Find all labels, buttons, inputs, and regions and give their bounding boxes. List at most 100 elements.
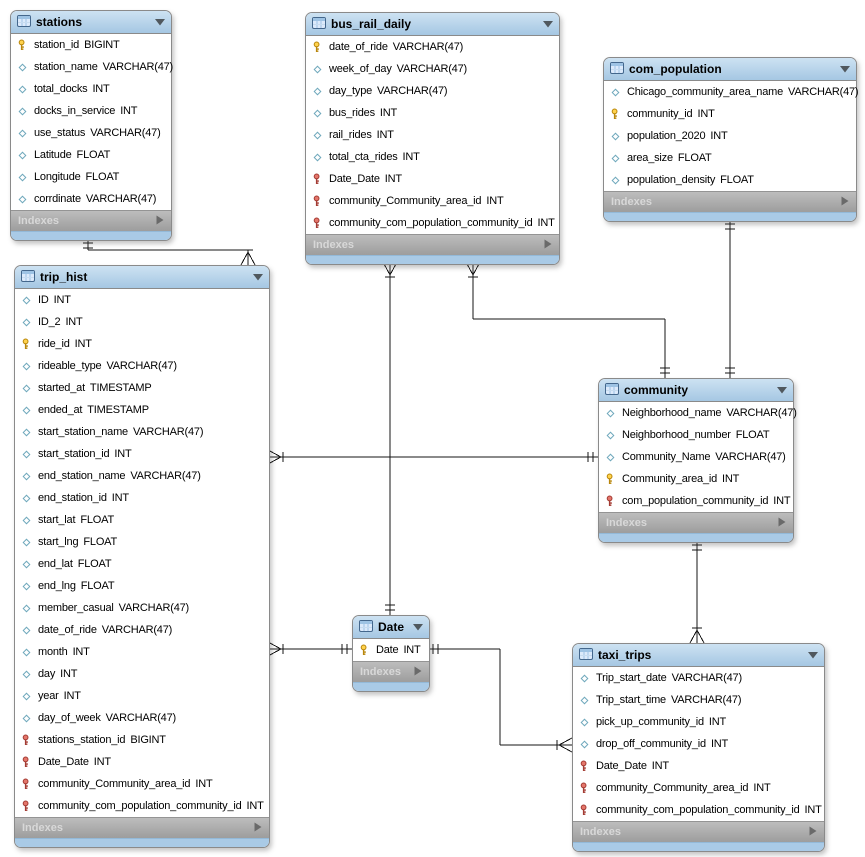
indexes-bar[interactable]: Indexes (599, 512, 793, 533)
relationship-bus_rail_daily-date[interactable] (382, 261, 398, 615)
collapse-arrow-icon[interactable] (155, 18, 165, 26)
indexes-expand-icon[interactable] (809, 826, 817, 839)
collapse-arrow-icon[interactable] (543, 20, 553, 28)
collapse-arrow-icon[interactable] (253, 273, 263, 281)
table-header[interactable]: stations (11, 11, 171, 34)
collapse-arrow-icon[interactable] (777, 386, 787, 394)
indexes-expand-icon[interactable] (156, 215, 164, 228)
table-header[interactable]: taxi_trips (573, 644, 824, 667)
indexes-bar[interactable]: Indexes (15, 817, 269, 838)
relationship-community-taxi_trips[interactable] (689, 540, 705, 644)
collapse-arrow-icon[interactable] (808, 651, 818, 659)
relationship-com_population-community[interactable] (725, 219, 735, 378)
indexes-bar[interactable]: Indexes (353, 661, 429, 682)
indexes-bar[interactable]: Indexes (306, 234, 559, 255)
indexes-expand-icon[interactable] (841, 196, 849, 209)
indexes-expand-icon[interactable] (414, 666, 422, 679)
relationship-date-taxi_trips[interactable] (428, 644, 573, 753)
table-header[interactable]: bus_rail_daily (306, 13, 559, 36)
indexes-bar[interactable]: Indexes (573, 821, 824, 842)
table-header[interactable]: com_population (604, 58, 856, 81)
indexes-expand-icon[interactable] (544, 239, 552, 252)
indexes-bar[interactable]: Indexes (604, 191, 856, 212)
relationship-trip_hist-community[interactable] (267, 449, 598, 465)
collapse-arrow-icon[interactable] (840, 65, 850, 73)
relationship-trip_hist-date[interactable] (267, 641, 352, 657)
indexes-expand-icon[interactable] (778, 517, 786, 530)
table-header[interactable]: community (599, 379, 793, 402)
indexes-bar[interactable]: Indexes (11, 210, 171, 231)
collapse-arrow-icon[interactable] (413, 623, 423, 631)
table-header[interactable]: trip_hist (15, 266, 269, 289)
table-header[interactable]: Date (353, 616, 429, 639)
relationship-bus_rail_daily-community[interactable] (465, 261, 670, 378)
indexes-expand-icon[interactable] (254, 822, 262, 835)
